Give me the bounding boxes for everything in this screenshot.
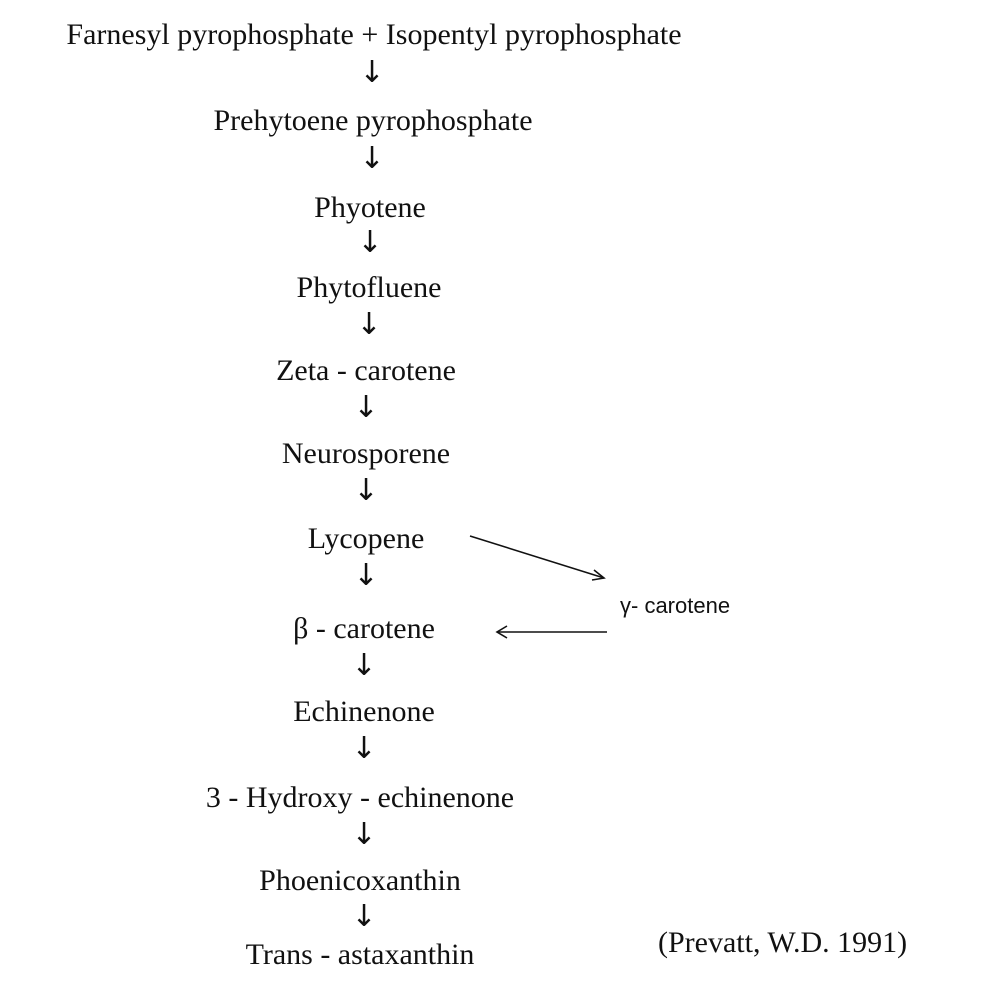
step-phoenicoxanthin: Phoenicoxanthin xyxy=(259,864,461,897)
branch-arrow-lycopene-to-gamma xyxy=(469,535,605,579)
arrow-down-icon: ↓ xyxy=(359,55,385,90)
arrow-down-icon: ↓ xyxy=(353,473,379,508)
step-phytofluene: Phytofluene xyxy=(296,271,442,304)
arrow-down-icon: ↓ xyxy=(353,558,379,593)
branch-arrowhead-icon xyxy=(591,569,606,581)
step-zeta-carotene: Zeta - carotene xyxy=(276,354,456,387)
step-trans-astaxanthin: Trans - astaxanthin xyxy=(245,938,475,971)
arrow-down-icon: ↓ xyxy=(351,731,377,766)
arrow-down-icon: ↓ xyxy=(351,648,377,683)
step-farnesyl: Farnesyl pyrophosphate + Isopentyl pyrop… xyxy=(66,18,682,51)
arrow-down-icon: ↓ xyxy=(351,899,377,934)
step-phyotene: Phyotene xyxy=(314,191,426,224)
side-gamma-carotene: γ- carotene xyxy=(620,593,731,618)
arrow-down-icon: ↓ xyxy=(351,817,377,852)
step-prehytoene: Prehytoene pyrophosphate xyxy=(213,104,533,137)
arrow-down-icon: ↓ xyxy=(359,141,385,176)
step-neurosporene: Neurosporene xyxy=(281,437,451,470)
step-hydroxy-echinenone: 3 - Hydroxy - echinenone xyxy=(205,781,515,814)
step-lycopene: Lycopene xyxy=(307,522,425,555)
citation: (Prevatt, W.D. 1991) xyxy=(658,926,908,959)
arrow-down-icon: ↓ xyxy=(353,390,379,425)
arrow-down-icon: ↓ xyxy=(357,225,383,260)
branch-arrowhead-icon xyxy=(495,625,508,639)
step-echinenone: Echinenone xyxy=(293,695,435,728)
arrow-down-icon: ↓ xyxy=(356,307,382,342)
step-beta-carotene: β - carotene xyxy=(293,612,435,645)
